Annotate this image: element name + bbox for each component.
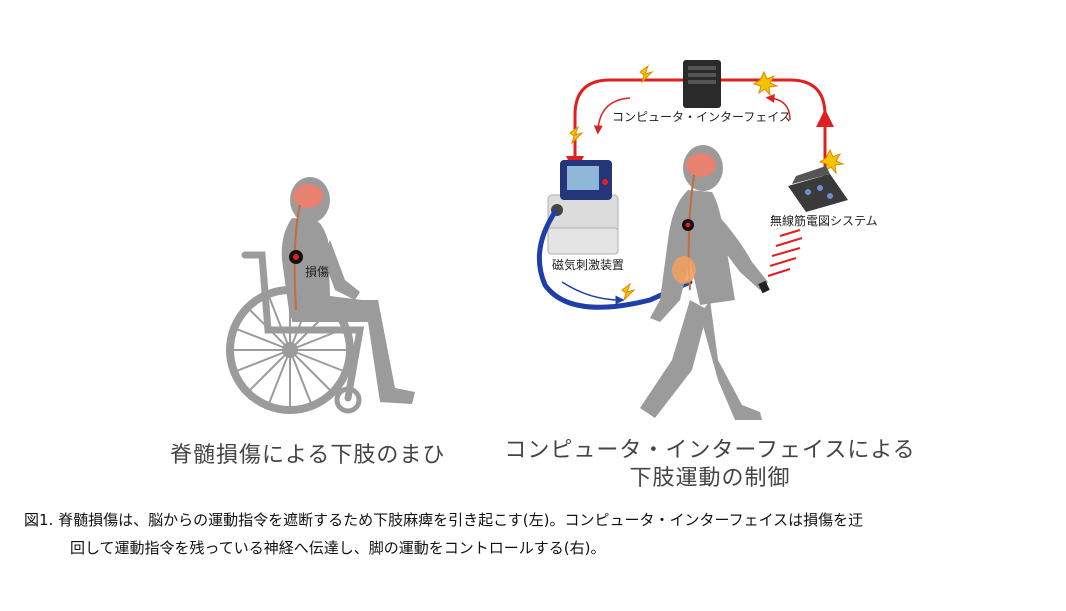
computer-interface-label: コンピュータ・インターフェイス xyxy=(612,110,791,124)
walking-figure xyxy=(640,145,770,420)
figure-caption-line2: 回して運動指令を残っている神経へ伝達し、脚の運動をコントロールする(右)。 xyxy=(70,539,606,557)
wheelchair-figure xyxy=(226,177,415,414)
right-caption-line2: 下肢運動の制御 xyxy=(629,466,791,491)
stimulation-arrow xyxy=(561,281,625,305)
magnetic-stimulator-label: 磁気刺激装置 xyxy=(552,258,625,272)
figure-caption: 図1. 脊髄損傷は、脳からの運動指令を遮断するため下肢麻痺を引き起こす(左)。コ… xyxy=(24,506,1054,562)
muscle-target xyxy=(672,256,696,284)
spinal-cord-left xyxy=(293,204,301,311)
magnetic-stimulator-icon xyxy=(547,160,619,255)
emg-system-label: 無線筋電図システム xyxy=(770,214,878,228)
right-panel-caption: コンピュータ・インターフェイスによる 下肢運動の制御 xyxy=(500,437,920,493)
brain-left xyxy=(293,184,323,208)
computer-icon xyxy=(683,60,721,108)
stimulator-cable xyxy=(536,209,693,310)
right-caption-line1: コンピュータ・インターフェイスによる xyxy=(504,438,916,463)
wireless-signal xyxy=(767,229,803,277)
diagram-canvas xyxy=(226,60,848,420)
emg-system-icon xyxy=(788,166,848,212)
brain-right xyxy=(686,153,716,177)
return-arrow-top xyxy=(593,97,631,135)
spark-icon xyxy=(569,64,845,302)
figure-caption-line1: 図1. 脊髄損傷は、脳からの運動指令を遮断するため下肢麻痺を引き起こす(左)。コ… xyxy=(24,511,864,529)
left-panel-caption: 脊髄損傷による下肢のまひ xyxy=(170,443,446,468)
return-arrow-bottom xyxy=(765,93,791,121)
injury-label: 損傷 xyxy=(305,265,330,279)
